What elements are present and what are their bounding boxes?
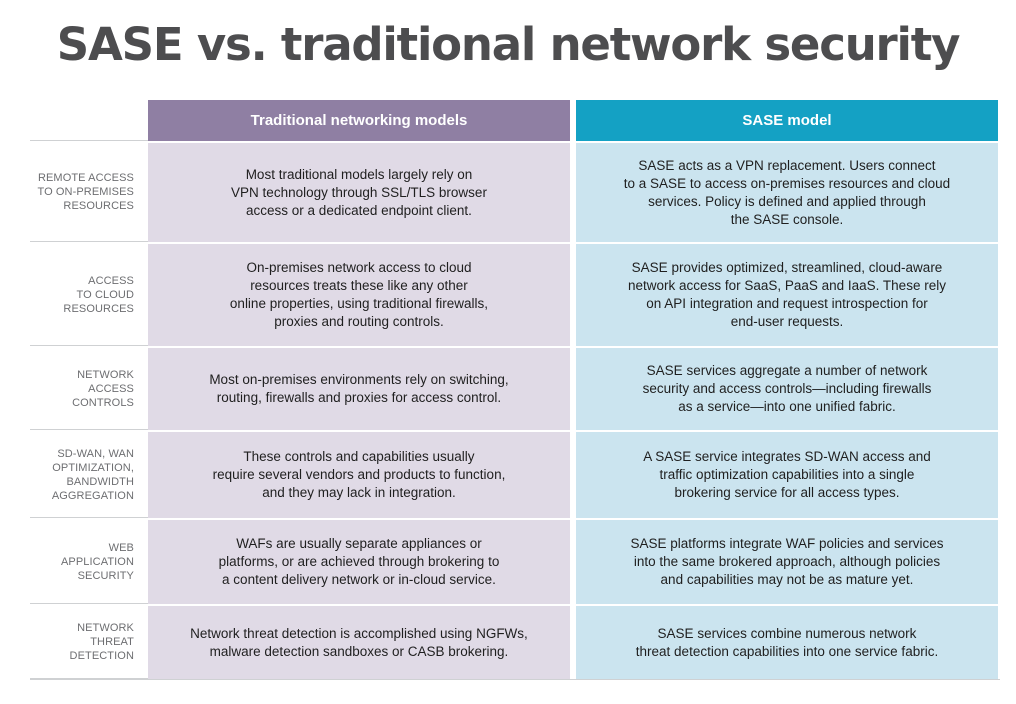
sase-cell: SASE acts as a VPN replacement. Users co…	[576, 143, 998, 242]
column-header-traditional: Traditional networking models	[148, 100, 570, 141]
header-row: Traditional networking models SASE model	[30, 100, 1000, 141]
sase-cell: SASE services combine numerous network t…	[576, 606, 998, 679]
row-label: NETWORK ACCESS CONTROLS	[30, 348, 148, 430]
sase-cell: SASE platforms integrate WAF policies an…	[576, 520, 998, 604]
traditional-cell: Network threat detection is accomplished…	[148, 606, 570, 679]
row-label: WEB APPLICATION SECURITY	[30, 520, 148, 604]
table-row: NETWORK THREAT DETECTION Network threat …	[30, 604, 1000, 679]
sase-cell: A SASE service integrates SD-WAN access …	[576, 432, 998, 518]
table-bottom-rule	[30, 679, 1000, 680]
traditional-cell: These controls and capabilities usually …	[148, 432, 570, 518]
row-label: ACCESS TO CLOUD RESOURCES	[30, 244, 148, 346]
column-header-sase: SASE model	[576, 100, 998, 141]
table-row: ACCESS TO CLOUD RESOURCES On-premises ne…	[30, 242, 1000, 346]
row-label: REMOTE ACCESS TO ON-PREMISES RESOURCES	[30, 143, 148, 242]
traditional-cell: On-premises network access to cloud reso…	[148, 244, 570, 346]
table-row: WEB APPLICATION SECURITY WAFs are usuall…	[30, 518, 1000, 604]
header-spacer	[30, 100, 148, 141]
traditional-cell: WAFs are usually separate appliances or …	[148, 520, 570, 604]
row-label: NETWORK THREAT DETECTION	[30, 606, 148, 679]
sase-cell: SASE services aggregate a number of netw…	[576, 348, 998, 430]
sase-cell: SASE provides optimized, streamlined, cl…	[576, 244, 998, 346]
comparison-table: Traditional networking models SASE model…	[30, 100, 1000, 680]
traditional-cell: Most traditional models largely rely on …	[148, 143, 570, 242]
page-title: SASE vs. traditional network security	[56, 18, 961, 71]
table-row: REMOTE ACCESS TO ON-PREMISES RESOURCES M…	[30, 141, 1000, 242]
row-label: SD-WAN, WAN OPTIMIZATION, BANDWIDTH AGGR…	[30, 432, 148, 518]
traditional-cell: Most on-premises environments rely on sw…	[148, 348, 570, 430]
table-row: NETWORK ACCESS CONTROLS Most on-premises…	[30, 346, 1000, 430]
table-row: SD-WAN, WAN OPTIMIZATION, BANDWIDTH AGGR…	[30, 430, 1000, 518]
